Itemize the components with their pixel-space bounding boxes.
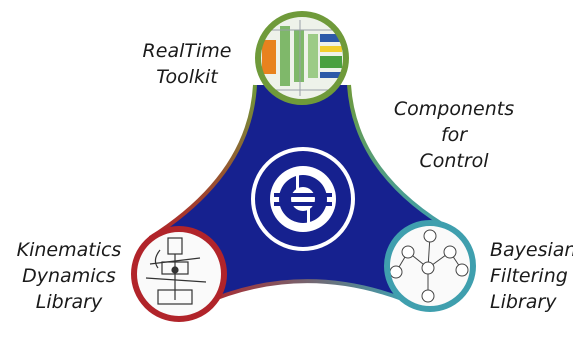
label-realtime-toolkit: RealTime Toolkit (140, 38, 234, 90)
label-line: Dynamics (22, 265, 116, 287)
label-line: Library (490, 291, 557, 313)
label-line: RealTime (142, 40, 232, 62)
bayes-network-icon (389, 229, 469, 303)
label-line: for (440, 124, 468, 146)
robot-arm-sketch-icon (145, 237, 207, 305)
label-line: Filtering (490, 265, 568, 287)
label-line: Bayesian (490, 239, 573, 261)
label-line: Kinematics (16, 239, 122, 261)
node-realtime-toolkit (255, 11, 349, 105)
node-kinematics-dynamics (131, 226, 227, 322)
orocos-logo-icon (251, 147, 355, 251)
label-line: Control (419, 150, 489, 172)
label-components-for-control: Components for Control (388, 96, 520, 174)
label-kinematics-dynamics-library: Kinematics Dynamics Library (10, 237, 128, 315)
label-line: Library (35, 291, 103, 313)
label-line: Toolkit (156, 66, 218, 88)
label-bayesian-filtering-library: Bayesian Filtering Library (490, 237, 573, 315)
label-line: Components (393, 98, 515, 120)
node-bayesian-filtering (384, 220, 476, 312)
